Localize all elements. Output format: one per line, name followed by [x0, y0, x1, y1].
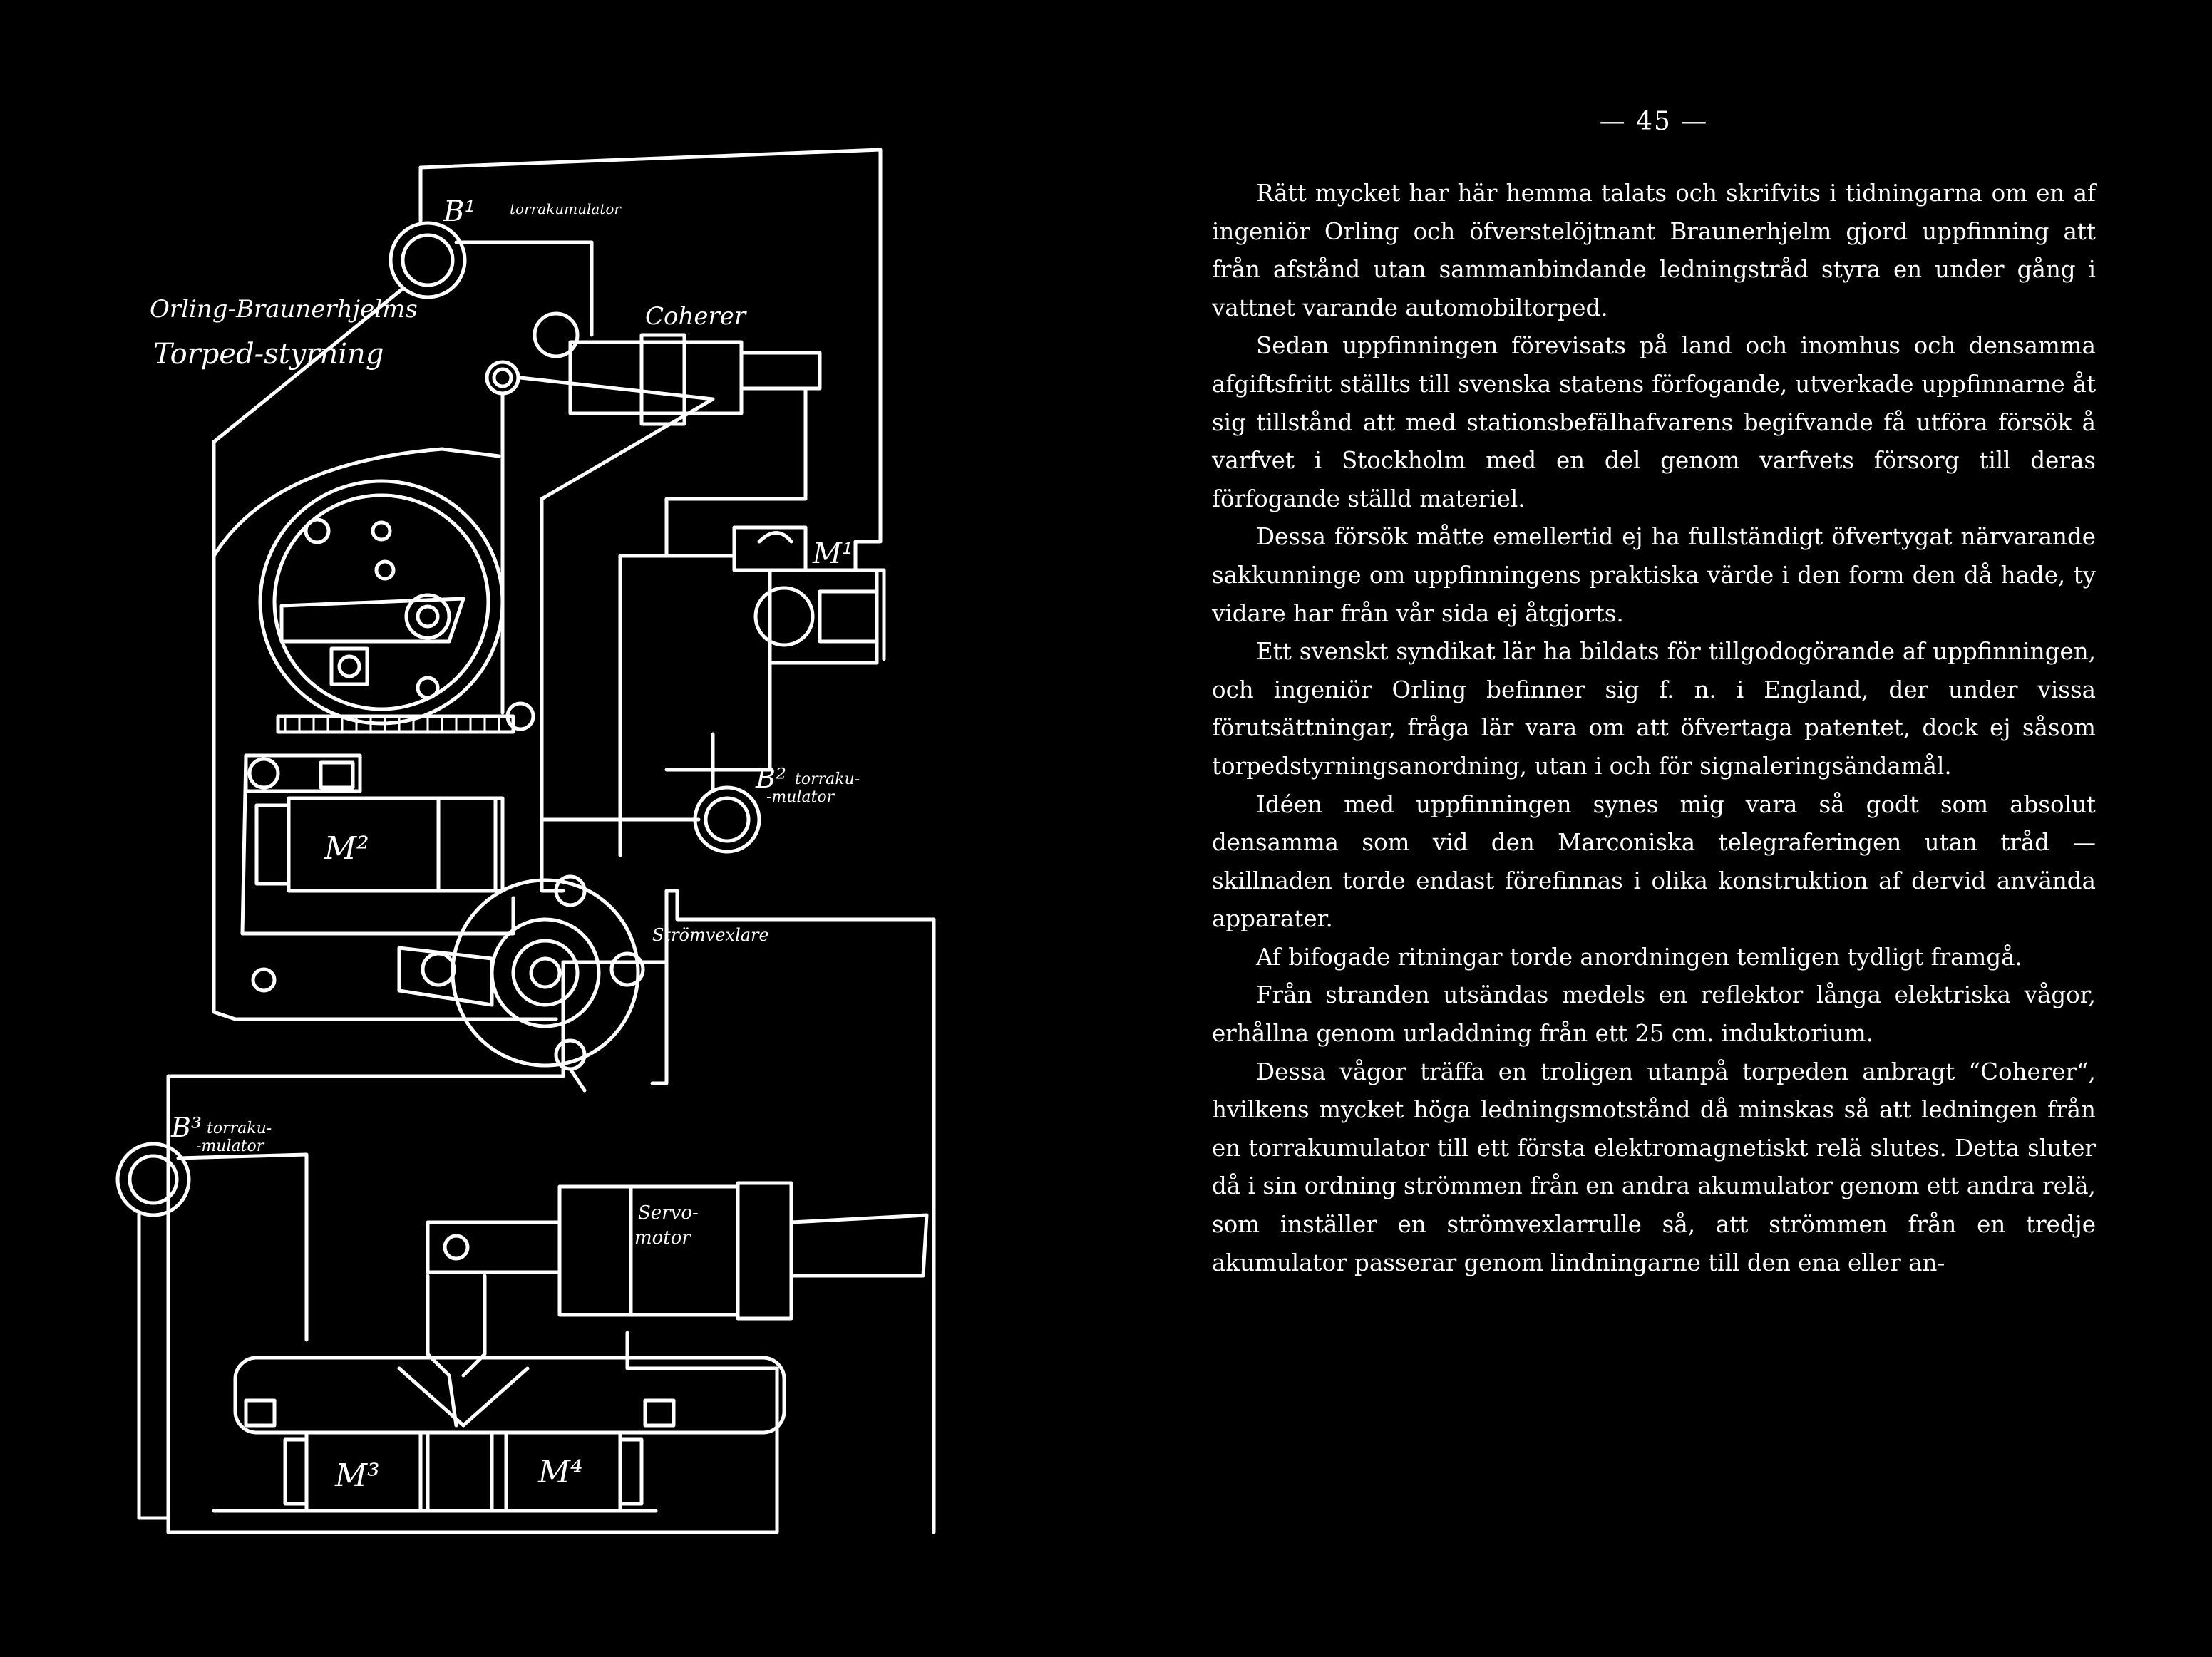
servomotor: [426, 1181, 929, 1428]
label-m1: M¹: [812, 537, 853, 570]
figure-title-line2: Torped-styrning: [153, 338, 384, 371]
body-text: Rätt mycket har här hemma talats och skr…: [1212, 175, 2096, 1282]
paragraph-8: Dessa vågor träffa en troligen utanpå to…: [1212, 1058, 2096, 1276]
paragraph-5: Idéen med uppfinningen synes mig vara så…: [1212, 790, 2096, 933]
relay-m1: [732, 525, 879, 665]
figure-title-line1: Orling-Braunerhjelms: [150, 295, 418, 324]
label-stromvexlare: Strömvexlare: [652, 925, 769, 945]
battery-b2: [693, 785, 761, 854]
paragraph-3: Dessa försök måtte emellertid ej ha full…: [1212, 523, 2096, 627]
label-servo1: Servo-: [638, 1202, 699, 1224]
label-servo2: motor: [634, 1227, 691, 1249]
label-b1: B¹: [443, 195, 475, 228]
circuit-diagram-plate: Orling-Braunerhjelms Torped-styrning B¹ …: [0, 0, 1084, 1657]
paragraph-2: Sedan uppfinningen förevisats på land oc…: [1212, 332, 2096, 512]
relays-m3-m4: [212, 1356, 786, 1513]
label-b1-desc: torrakumulator: [510, 200, 622, 217]
paragraph-7: Från stranden utsändas medels en reflekt…: [1212, 981, 2096, 1048]
label-m4: M⁴: [537, 1454, 583, 1490]
paragraph-1: Rätt mycket har här hemma talats och skr…: [1212, 180, 2096, 321]
label-b3: B³: [170, 1112, 202, 1143]
label-m3: M³: [334, 1457, 380, 1494]
torpedo-steering-schematic: Orling-Braunerhjelms Torped-styrning B¹ …: [115, 148, 936, 1534]
text-page: — 45 — Rätt mycket har här hemma talats …: [1212, 107, 2096, 1604]
label-b3-desc2: -mulator: [196, 1137, 265, 1155]
label-b2: B²: [755, 763, 786, 794]
relay-m2: [244, 753, 505, 893]
battery-b3: [115, 1142, 191, 1217]
paragraph-4: Ett svenskt syndikat lär ha bildats för …: [1212, 638, 2096, 780]
paragraph-6: Af bifogade ritningar torde anordningen …: [1256, 943, 2022, 971]
coherer-device: [485, 311, 822, 426]
wheel-mechanism: [212, 447, 505, 726]
current-switch-disc: [397, 874, 645, 1071]
label-b2-desc1: torraku-: [795, 770, 860, 788]
battery-b1: [389, 221, 467, 299]
label-b3-desc1: torraku-: [207, 1120, 272, 1137]
page-number: — 45 —: [1599, 107, 1709, 136]
label-b2-desc2: -mulator: [766, 788, 835, 806]
label-coherer: Coherer: [645, 302, 747, 331]
label-m2: M²: [324, 830, 369, 867]
